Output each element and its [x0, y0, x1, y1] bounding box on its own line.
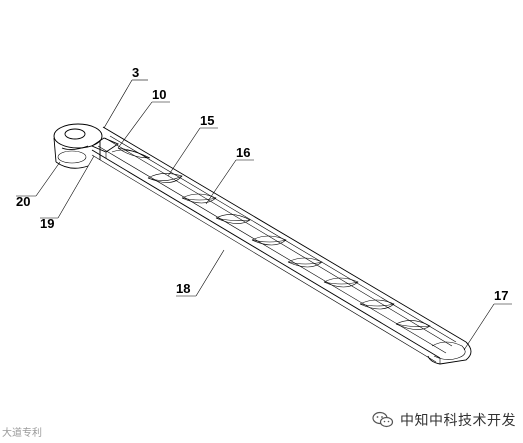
label-20: 20 — [16, 194, 30, 209]
label-3: 3 — [132, 65, 139, 80]
scoops — [111, 147, 431, 330]
watermark-right-text: 中知中科技术开发 — [400, 413, 516, 429]
label-18: 18 — [176, 281, 190, 296]
label-19: 19 — [40, 216, 54, 231]
leader-lines — [16, 79, 512, 351]
hub-assembly — [53, 123, 119, 169]
reference-numerals: 3 10 15 16 17 18 19 20 — [16, 65, 508, 303]
wechat-icon — [372, 411, 394, 428]
watermark-right: 中知中科技术开发 — [372, 410, 516, 430]
label-16: 16 — [236, 145, 250, 160]
rail-body — [91, 126, 472, 365]
label-10: 10 — [152, 87, 166, 102]
watermark-left-text: 大道专利 — [2, 428, 42, 439]
label-17: 17 — [494, 288, 508, 303]
label-15: 15 — [200, 113, 214, 128]
watermark-left: 大道专利 — [2, 424, 42, 439]
